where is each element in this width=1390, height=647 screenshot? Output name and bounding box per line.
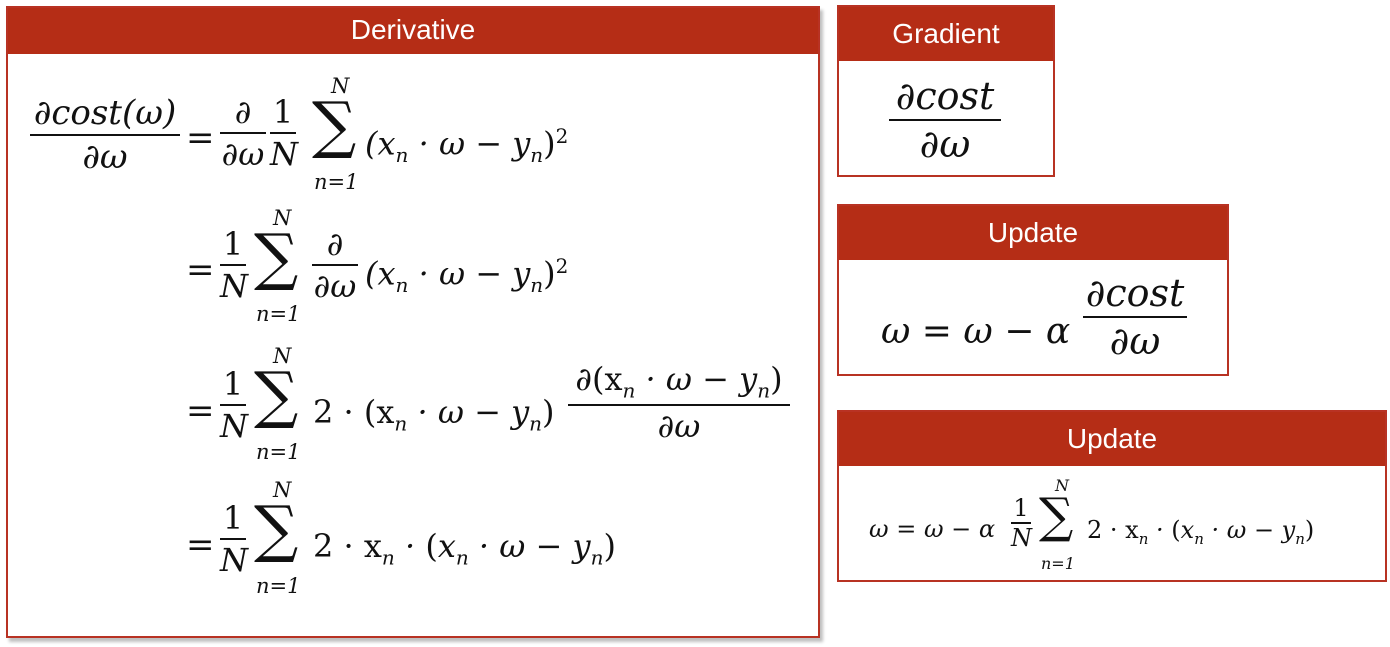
sum-lower-3: n=1: [256, 440, 301, 464]
lhs-fraction: ∂cost(ω) ∂ω: [30, 96, 180, 174]
update2-one-over-n: 1 N: [1011, 494, 1032, 552]
gradient-panel: Gradient ∂cost ∂ω: [837, 5, 1055, 177]
derivative-header: Derivative: [8, 8, 818, 54]
equals-sign-1: =: [186, 118, 215, 158]
sigma-3: ∑: [254, 358, 299, 431]
equals-sign-2: =: [186, 250, 215, 290]
line4-term: 2 · xn · (xn · ω − yn): [313, 527, 616, 570]
update2-sum-upper: N: [1055, 476, 1069, 495]
update-header-2: Update: [839, 412, 1385, 466]
lhs-numerator: ∂cost(ω): [33, 93, 177, 133]
update2-sum-lower: n=1: [1041, 554, 1075, 573]
gradient-numerator: ∂cost: [895, 74, 995, 118]
update1-denominator: ∂ω: [1109, 319, 1161, 363]
line2-term: (xn · ω − yn)2: [365, 254, 569, 298]
equals-sign-3: =: [186, 391, 215, 431]
one-over-n-4: 1 N: [220, 499, 248, 579]
sigma-1: ∑: [312, 88, 357, 161]
lhs-denominator: ∂ω: [82, 137, 128, 177]
update2-body: 2 · xn · (xn · ω − yn): [1087, 516, 1315, 548]
update1-numerator: ∂cost: [1085, 271, 1185, 315]
sum-upper-4: N: [273, 478, 292, 502]
update-panel-2: Update ω = ω − α 1 N N ∑ n=1 2 · xn · (x…: [837, 410, 1387, 582]
sigma-4: ∑: [254, 492, 299, 565]
update2-lhs: ω = ω − α: [869, 515, 996, 543]
derivative-panel: Derivative ∂cost(ω) ∂ω = ∂ ∂ω 1 N N ∑ n=…: [6, 6, 820, 638]
partial-fraction-1: ∂ ∂ω: [220, 93, 266, 173]
partial-fraction-2: ∂ ∂ω: [312, 225, 358, 305]
update1-fraction: ∂cost ∂ω: [1083, 274, 1187, 360]
partial-fraction-3: ∂(xn · ω − yn) ∂ω: [568, 363, 790, 442]
update1-lhs: ω = ω − α: [881, 311, 1071, 352]
gradient-denominator: ∂ω: [919, 122, 971, 166]
sum-lower-2: n=1: [256, 302, 301, 326]
sum-upper-1: N: [331, 74, 350, 98]
update-panel-1: Update ω = ω − α ∂cost ∂ω: [837, 204, 1229, 376]
sum-lower-1: n=1: [314, 170, 359, 194]
gradient-fraction: ∂cost ∂ω: [889, 77, 1001, 163]
one-over-n-3: 1 N: [220, 365, 248, 445]
update2-sigma: ∑: [1039, 488, 1074, 544]
sigma-2: ∑: [254, 220, 299, 293]
update-header-1: Update: [839, 206, 1227, 260]
sum-upper-2: N: [273, 206, 292, 230]
line3-term: 2 · (xn · ω − yn): [313, 393, 555, 436]
one-over-n-1: 1 N: [270, 93, 298, 173]
equals-sign-4: =: [186, 525, 215, 565]
sum-upper-3: N: [273, 344, 292, 368]
gradient-header: Gradient: [839, 7, 1053, 61]
line1-term: (xn · ω − yn)2: [365, 124, 569, 168]
one-over-n-2: 1 N: [220, 225, 248, 305]
sum-lower-4: n=1: [256, 574, 301, 598]
